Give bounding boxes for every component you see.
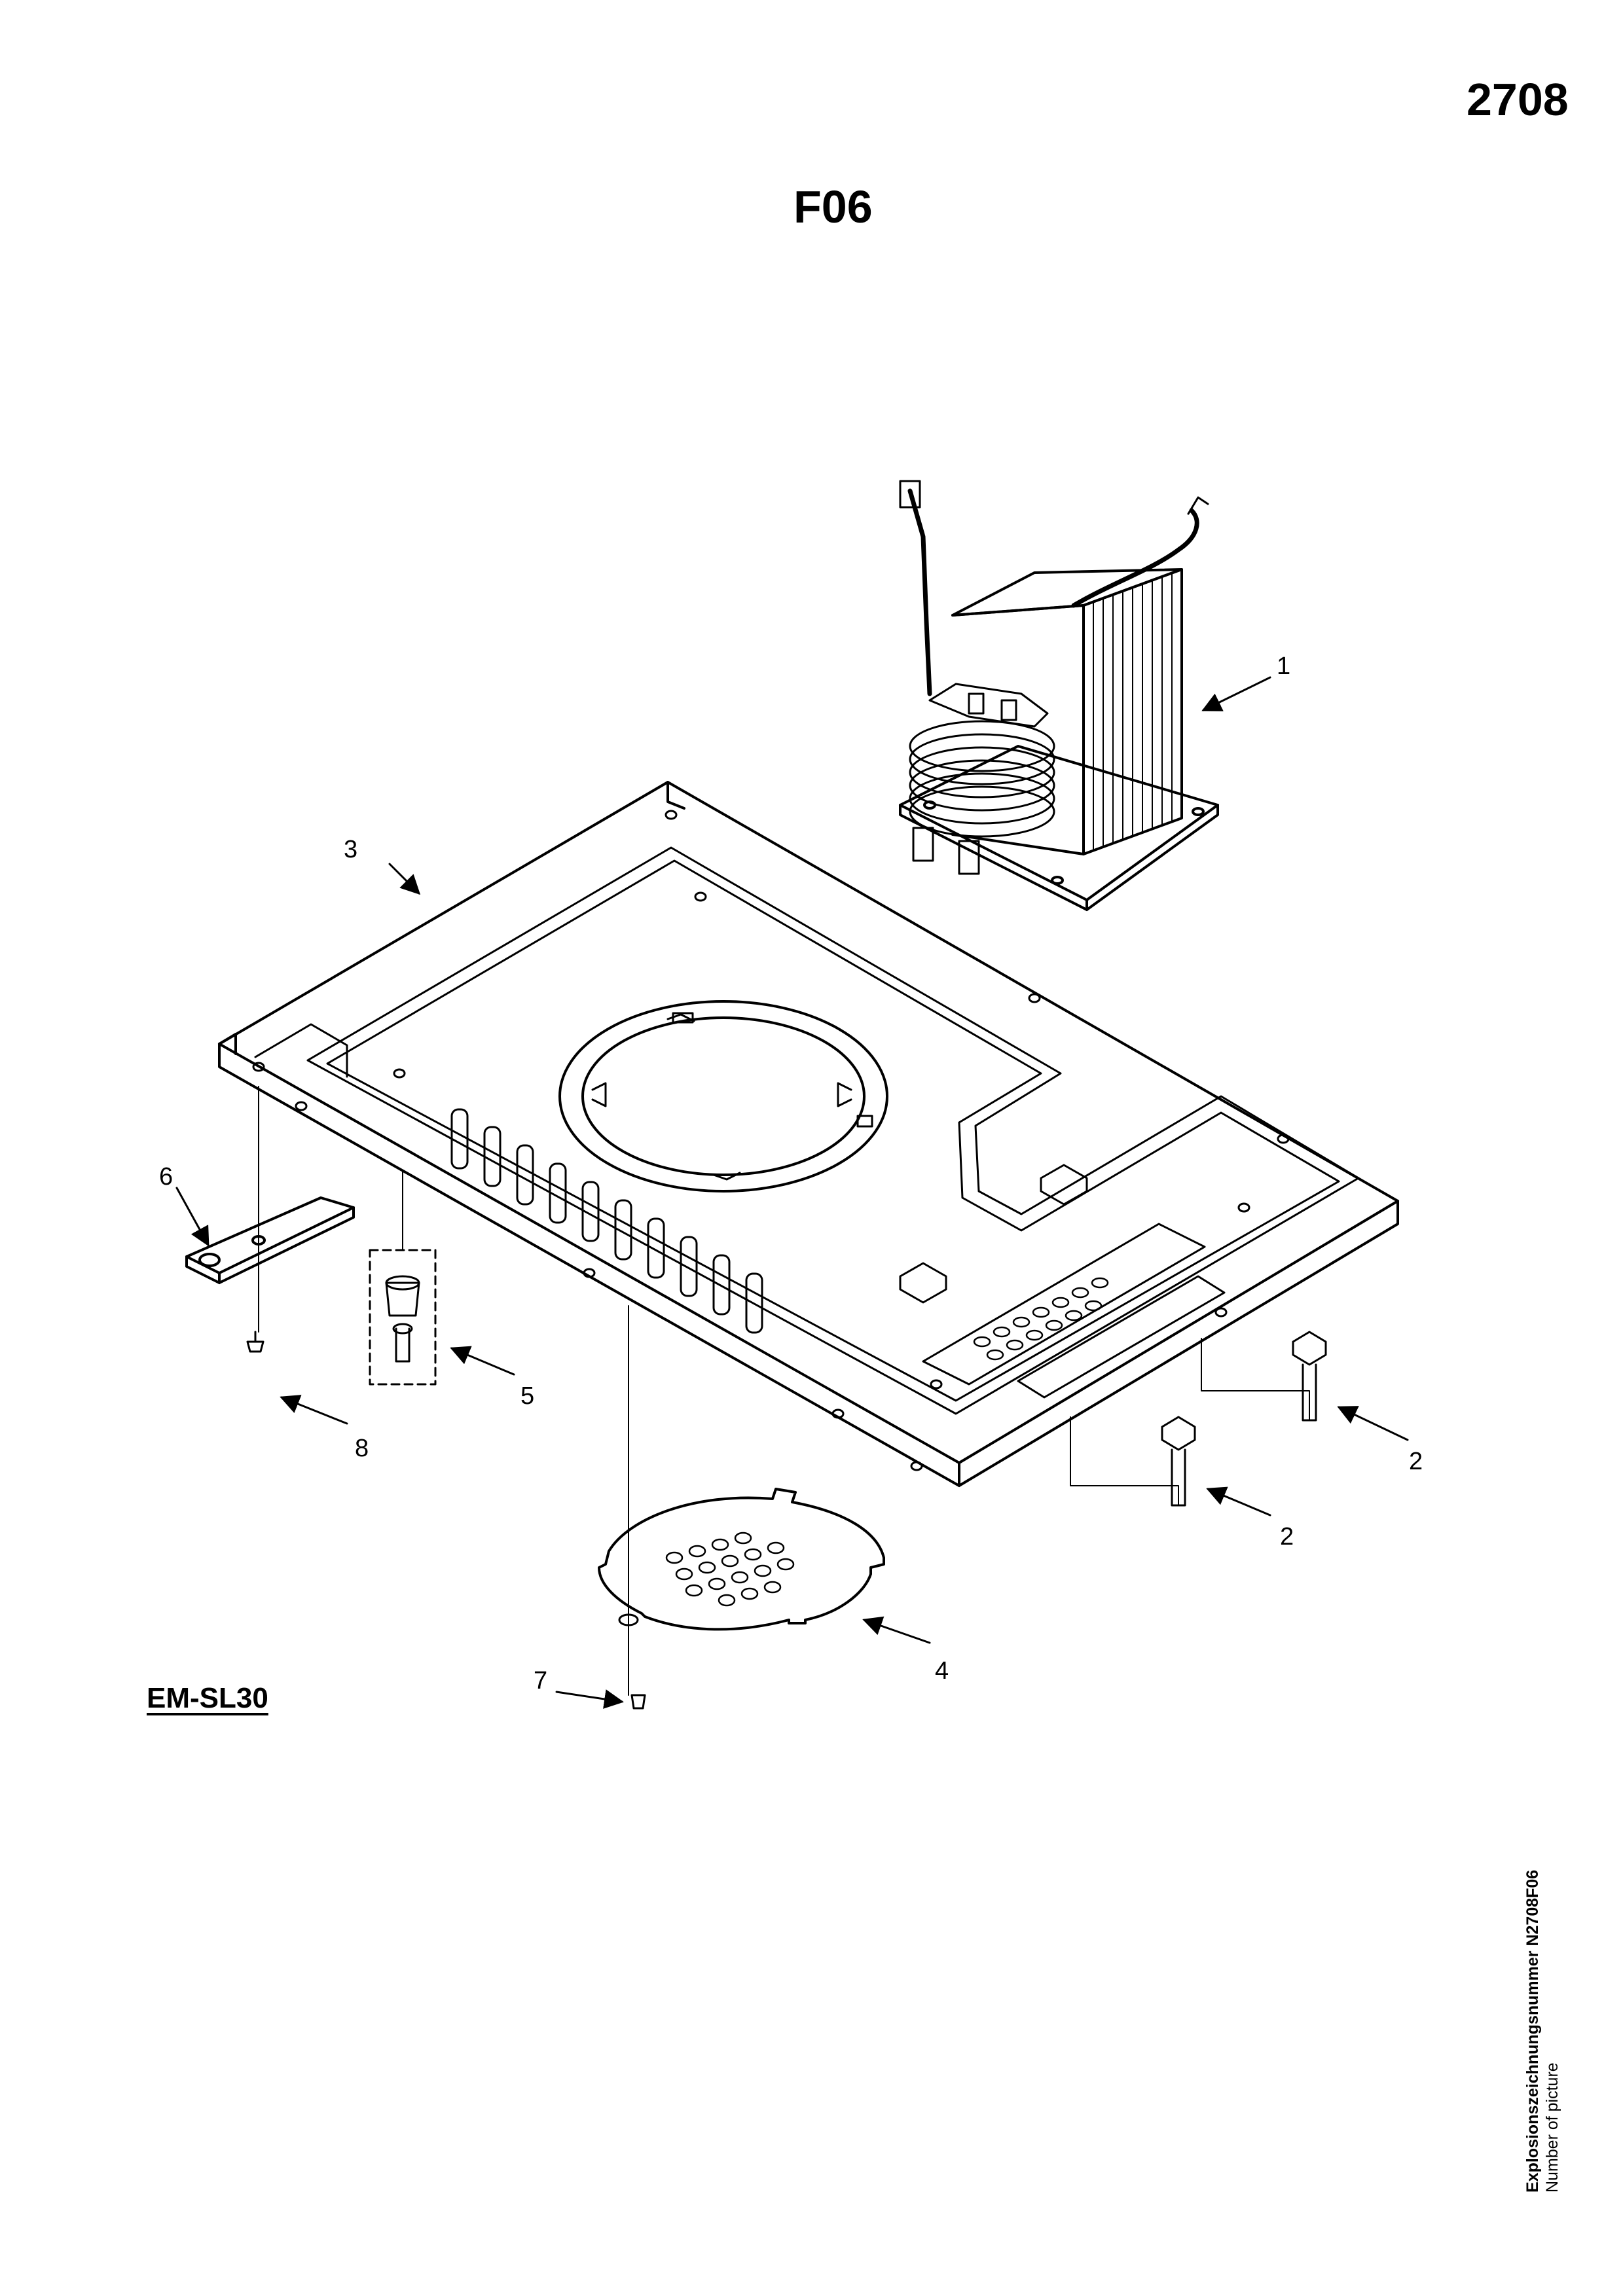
base-plate	[218, 781, 1399, 1487]
page-number: 2708	[1467, 74, 1569, 125]
section-code: F06	[793, 181, 873, 232]
vent-cover-plate	[598, 1488, 885, 1631]
callout-arrows	[175, 676, 1409, 1709]
screw-7	[618, 1613, 646, 1710]
callout-6: 6	[159, 1163, 173, 1191]
model-number: EM-SL30	[147, 1682, 268, 1714]
callout-labels: 1 2 2 3 4 5 6 7 8	[159, 653, 1423, 1695]
transformer	[899, 480, 1219, 911]
screw-8	[246, 1331, 264, 1353]
callout-1: 1	[1277, 653, 1290, 680]
callout-2-right: 2	[1409, 1448, 1423, 1475]
callout-4: 4	[935, 1657, 949, 1685]
callout-8: 8	[355, 1435, 369, 1462]
bracket	[185, 1196, 355, 1284]
callout-2-left: 2	[1280, 1523, 1294, 1551]
callout-7: 7	[534, 1667, 547, 1695]
callout-5: 5	[520, 1382, 534, 1410]
foot-assembly	[369, 1249, 437, 1386]
callout-3: 3	[344, 836, 357, 863]
